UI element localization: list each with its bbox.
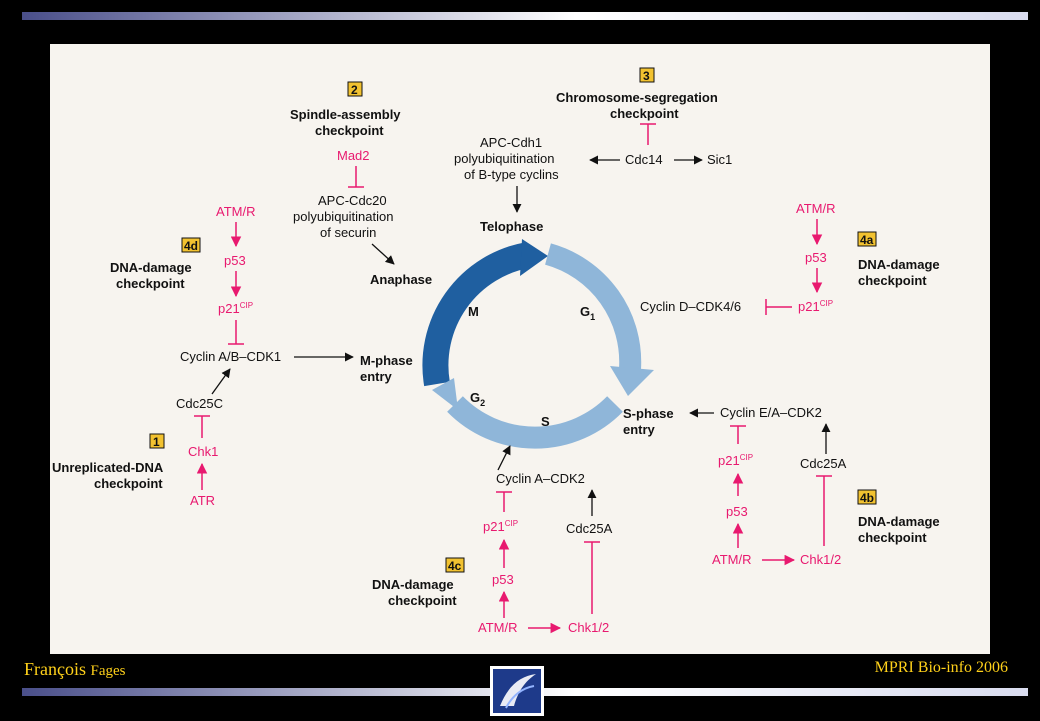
4d-title-1: DNA-damage: [110, 260, 192, 275]
4d-title-2: checkpoint: [116, 276, 185, 291]
unreplicated-title-2: checkpoint: [94, 476, 163, 491]
segregation-title-1: Chromosome-segregation: [556, 90, 718, 105]
4d-p21: p21CIP: [218, 301, 253, 316]
checkpoint-4d-number: 4d: [184, 239, 198, 253]
4c-p53: p53: [492, 572, 514, 587]
checkpoint-4b-badge: [857, 489, 877, 505]
phase-g2: G2: [470, 390, 485, 408]
phase-m: M: [468, 304, 479, 319]
4c-chk: Chk1/2: [568, 620, 609, 635]
4c-title-2: checkpoint: [388, 593, 457, 608]
apc-cdc20-2: polyubiquitination: [293, 209, 393, 224]
checkpoint-4c-badge: [445, 557, 465, 573]
segregation-title-2: checkpoint: [610, 106, 679, 121]
checkpoint-3-number: 3: [643, 69, 650, 83]
cell-cycle-ring: [422, 239, 654, 449]
4a-title-2: checkpoint: [858, 273, 927, 288]
checkpoint-2-number: 2: [351, 83, 358, 97]
spindle-title-2: checkpoint: [315, 123, 384, 138]
atr-label: ATR: [190, 493, 215, 508]
apc-cdh1-2: polyubiquitination: [454, 151, 554, 166]
4a-p53: p53: [805, 250, 827, 265]
s-phase-entry-line1: S-phase: [623, 406, 674, 421]
apc-cdh1-1: APC-Cdh1: [480, 135, 542, 150]
4b-p53: p53: [726, 504, 748, 519]
checkpoint-3-badge: [639, 67, 655, 83]
phase-s: S: [541, 414, 550, 429]
4a-title-1: DNA-damage: [858, 257, 940, 272]
sic1-label: Sic1: [707, 152, 732, 167]
apc-cdc20-1: APC-Cdc20: [318, 193, 387, 208]
4d-atm: ATM/R: [216, 204, 255, 219]
m-phase-entry-line2: entry: [360, 369, 393, 384]
unreplicated-title-1: Unreplicated-DNA: [52, 460, 164, 475]
4b-chk: Chk1/2: [800, 552, 841, 567]
cdc14-label: Cdc14: [625, 152, 663, 167]
4a-atm: ATM/R: [796, 201, 835, 216]
institution-logo: [490, 666, 544, 716]
chk1-label: Chk1: [188, 444, 218, 459]
diagram-canvas: M G1 S G2 Telophase Anaphase M-phase ent…: [52, 67, 940, 635]
top-divider-bar: [22, 12, 1028, 20]
checkpoint-2-badge: [347, 81, 363, 97]
cyclin-a-cdk2: Cyclin A–CDK2: [496, 471, 585, 486]
spindle-title-1: Spindle-assembly: [290, 107, 401, 122]
g1-arrowhead: [610, 366, 654, 396]
cell-cycle-checkpoint-diagram: M G1 S G2 Telophase Anaphase M-phase ent…: [50, 44, 990, 654]
telophase-label: Telophase: [480, 219, 543, 234]
s-g2-arc: [447, 396, 623, 449]
4b-cdc25a: Cdc25A: [800, 456, 847, 471]
checkpoint-4d-badge: [181, 237, 201, 253]
4b-title-1: DNA-damage: [858, 514, 940, 529]
m-phase-entry-line1: M-phase: [360, 353, 413, 368]
apc-cdh1-3: of B-type cyclins: [464, 167, 559, 182]
checkpoint-1-badge: [149, 433, 165, 449]
cdc25c-label: Cdc25C: [176, 396, 223, 411]
m-phase-arc: [422, 242, 531, 387]
cyclin-ea-cdk2: Cyclin E/A–CDK2: [720, 405, 822, 420]
cyclin-ab-cdk1: Cyclin A/B–CDK1: [180, 349, 281, 364]
s-phase-entry-line2: entry: [623, 422, 656, 437]
mad2-label: Mad2: [337, 148, 370, 163]
4a-p21: p21CIP: [798, 299, 833, 314]
4c-title-1: DNA-damage: [372, 577, 454, 592]
4c-p21: p21CIP: [483, 519, 518, 534]
4b-atm: ATM/R: [712, 552, 751, 567]
checkpoint-4a-number: 4a: [860, 233, 874, 247]
4b-title-2: checkpoint: [858, 530, 927, 545]
phase-g1: G1: [580, 304, 595, 322]
checkpoint-4a-badge: [857, 231, 877, 247]
checkpoint-4c-number: 4c: [448, 559, 462, 573]
4c-cdc25a: Cdc25A: [566, 521, 613, 536]
4b-p21: p21CIP: [718, 453, 753, 468]
g1-arc: [544, 243, 642, 370]
checkpoint-4b-number: 4b: [860, 491, 874, 505]
checkpoint-1-number: 1: [153, 435, 160, 449]
g2-arrowhead: [432, 378, 458, 410]
4c-atm: ATM/R: [478, 620, 517, 635]
anaphase-label: Anaphase: [370, 272, 432, 287]
course-label: MPRI Bio-info 2006: [874, 659, 1008, 676]
m-arrowhead: [520, 239, 548, 276]
apc-cdc20-3: of securin: [320, 225, 376, 240]
cyclin-d-cdk46: Cyclin D–CDK4/6: [640, 299, 741, 314]
author-label: François Fages: [24, 659, 126, 679]
4d-p53: p53: [224, 253, 246, 268]
